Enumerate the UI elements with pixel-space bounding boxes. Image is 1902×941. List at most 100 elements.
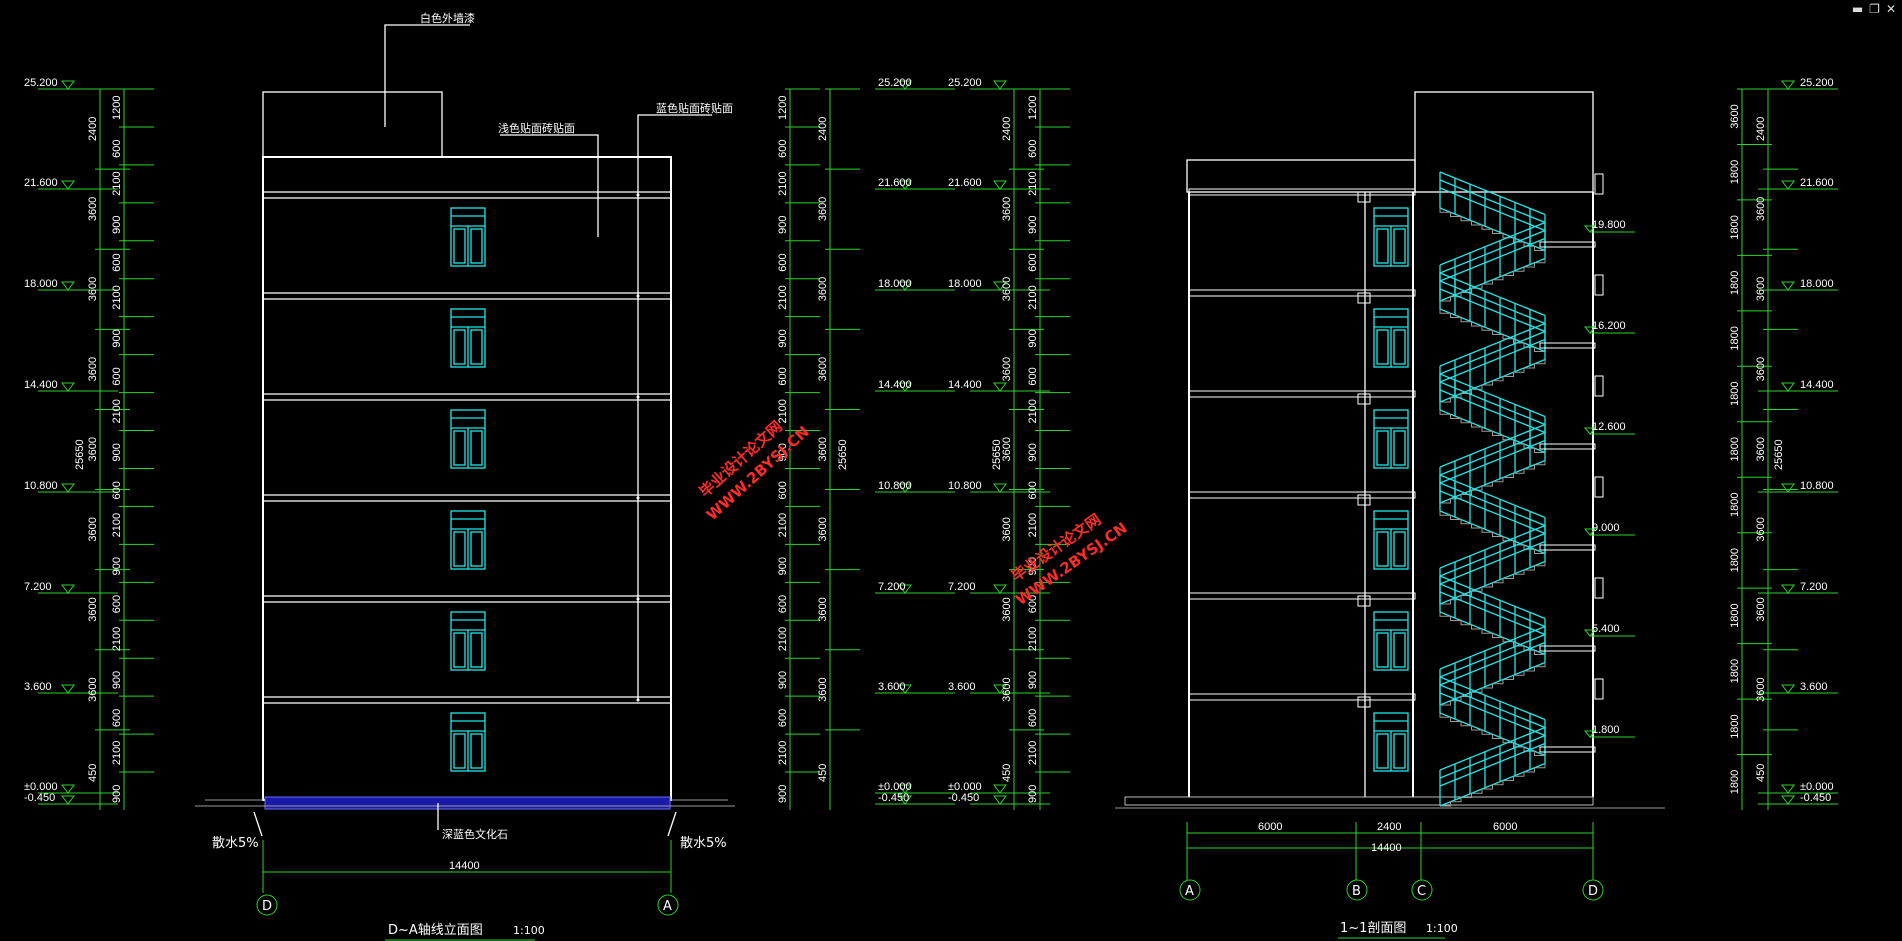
dim-value: 2100 — [111, 171, 123, 195]
section-dim-2: 2400 — [1377, 821, 1401, 833]
dim-value: 1200 — [1027, 95, 1039, 119]
dim-value: 3600 — [87, 437, 99, 461]
level-value: 3.600 — [948, 681, 976, 693]
dim-value: 600 — [777, 367, 789, 385]
note-white-paint: 白色外墙漆 — [420, 11, 475, 25]
level-value: 21.600 — [878, 177, 912, 189]
dim-value: 600 — [1027, 367, 1039, 385]
level-marker — [898, 80, 912, 90]
dim-value: 600 — [777, 709, 789, 727]
slope-left-label: 散水5% — [212, 836, 259, 851]
dim-value: 3600 — [1001, 197, 1013, 221]
window — [1373, 207, 1409, 267]
beam — [1357, 292, 1371, 304]
level-marker — [1583, 730, 1597, 738]
floor-slab — [1188, 491, 1416, 499]
minimize-icon[interactable]: ▬ — [1851, 2, 1864, 16]
dim-value: 3600 — [87, 517, 99, 541]
landing-slab — [1539, 645, 1596, 652]
parapet — [1594, 173, 1604, 195]
beam — [1357, 494, 1371, 506]
window — [1373, 308, 1409, 368]
level-marker — [1781, 784, 1795, 794]
slope-right-label: 散水5% — [680, 836, 727, 851]
dim-value: 900 — [1027, 215, 1039, 233]
dim-value: 3600 — [1755, 357, 1767, 381]
level-marker — [61, 584, 75, 594]
window — [450, 207, 486, 267]
dim-value: 450 — [817, 764, 829, 782]
parapet — [1594, 375, 1604, 397]
note-base-stone: 深蓝色文化石 — [442, 827, 508, 841]
level-marker — [1583, 326, 1597, 334]
dim-value: 1800 — [1729, 492, 1741, 516]
dim-value: 3600 — [817, 197, 829, 221]
dim-value: 600 — [111, 140, 123, 158]
level-value: -0.450 — [878, 792, 909, 804]
dim-value: 450 — [1755, 764, 1767, 782]
window — [1373, 409, 1409, 469]
level-marker — [61, 684, 75, 694]
dim-value: 1800 — [1729, 770, 1741, 794]
level-marker — [1781, 584, 1795, 594]
level-marker — [1781, 684, 1795, 694]
level-value: 10.800 — [24, 480, 58, 492]
dim-value: 3600 — [1001, 677, 1013, 701]
restore-icon[interactable]: ❐ — [1869, 2, 1880, 16]
section-building — [1115, 91, 1665, 809]
axis-a-right: A — [663, 899, 672, 914]
section-scale: 1:100 — [1426, 922, 1458, 935]
level-value: 3.600 — [1800, 681, 1828, 693]
dim-value: 2100 — [777, 171, 789, 195]
dim-value: 2100 — [1027, 399, 1039, 423]
elevation-windows — [450, 207, 486, 772]
close-icon[interactable]: ✕ — [1885, 2, 1896, 16]
stair-flight — [1439, 625, 1546, 706]
level-marker — [993, 80, 1007, 90]
dim-value: 3600 — [1755, 197, 1767, 221]
section-windows — [1373, 207, 1409, 772]
section-bottom-dims: 6000 2400 6000 14400 A B C D 1~1剖面图 1:10… — [1179, 821, 1604, 939]
dim-value: 2100 — [111, 513, 123, 537]
dim-value: 2100 — [1027, 171, 1039, 195]
dim-value: 2100 — [111, 399, 123, 423]
level-value: 7.200 — [1800, 581, 1828, 593]
level-marker — [993, 483, 1007, 493]
dim-value: 600 — [777, 481, 789, 499]
level-marker — [61, 483, 75, 493]
dim-value: 900 — [1027, 557, 1039, 575]
level-value: 10.800 — [1800, 480, 1834, 492]
section-stairs — [1439, 171, 1596, 807]
level-marker — [993, 382, 1007, 392]
landing-level-value: 9.000 — [1592, 522, 1620, 534]
elevation-scale: 1:100 — [513, 924, 545, 937]
level-marker — [61, 281, 75, 291]
dim-total: 25650 — [991, 439, 1003, 470]
stair-flight — [1439, 322, 1546, 403]
window — [450, 409, 486, 469]
level-marker — [898, 684, 912, 694]
level-value: 25.200 — [948, 77, 982, 89]
landing-slab — [1539, 746, 1596, 753]
section-dim-1: 6000 — [1258, 821, 1282, 833]
dim-value: 1800 — [1729, 160, 1741, 184]
landing-slab — [1539, 241, 1596, 248]
floor-slab — [1188, 592, 1416, 600]
parapet — [1594, 577, 1604, 599]
dim-value: 2100 — [1027, 285, 1039, 309]
stair-flight — [1439, 524, 1546, 605]
dim-value: 900 — [1027, 329, 1039, 347]
level-marker — [1583, 629, 1597, 637]
dim-value: 3600 — [87, 357, 99, 381]
level-value: 25.200 — [24, 77, 58, 89]
landing-level-value: 19.800 — [1592, 219, 1626, 231]
dim-value: 900 — [777, 785, 789, 803]
dim-value: 3600 — [1755, 277, 1767, 301]
level-value: 18.000 — [1800, 278, 1834, 290]
level-marker — [1781, 382, 1795, 392]
dim-value: 600 — [1027, 253, 1039, 271]
dim-value: 900 — [777, 329, 789, 347]
parapet — [1594, 274, 1604, 296]
